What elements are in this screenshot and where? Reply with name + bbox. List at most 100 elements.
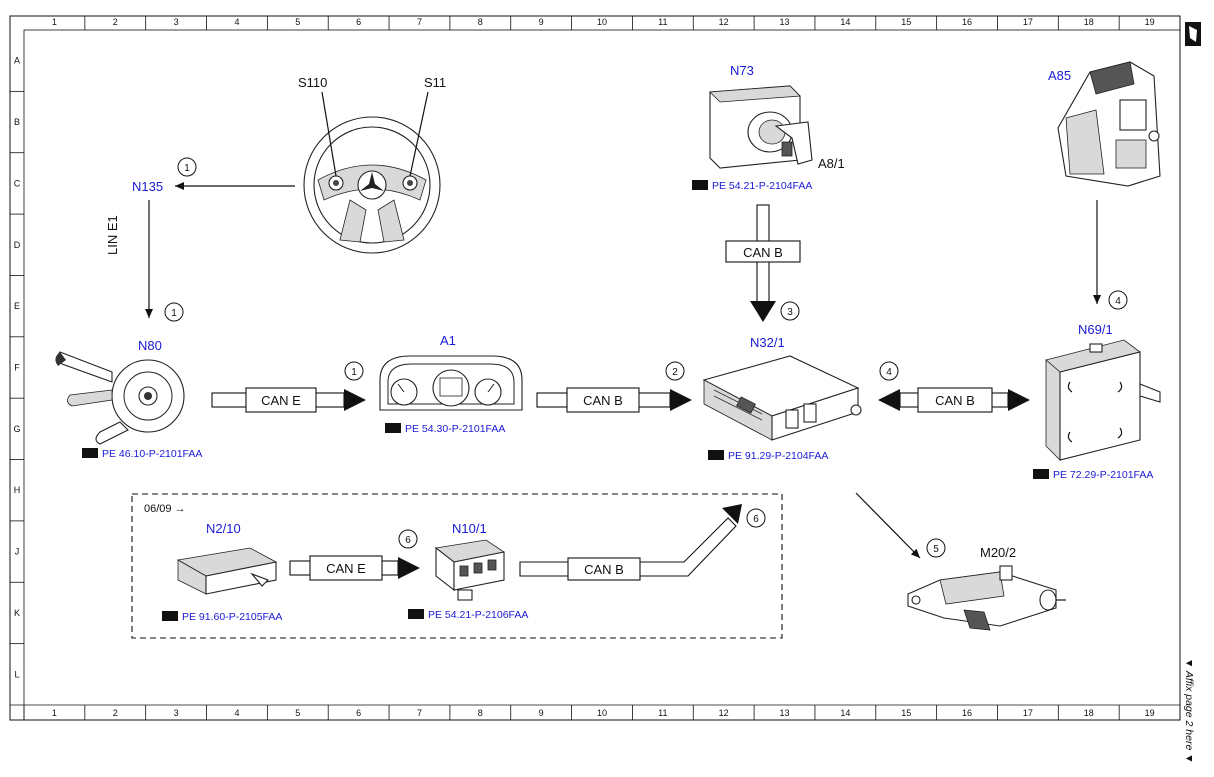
callout-2: 2 [672, 367, 678, 378]
N69-1-module [1045, 339, 1161, 461]
callout-circle [398, 529, 418, 549]
grid-row-label: F [14, 363, 20, 373]
grid-col-label-bottom: 5 [295, 708, 300, 718]
grid-col-label-bottom: 1 [52, 708, 57, 718]
grid-col-label-bottom: 14 [840, 708, 850, 718]
grid-col-label-top: 14 [840, 17, 850, 27]
svg-text:CAN B: CAN B [584, 562, 624, 577]
grid-col-label-bottom: 7 [417, 708, 422, 718]
grid-col-label-top: 2 [113, 17, 118, 27]
grid-col-label-top: 4 [234, 17, 239, 27]
grid-row-label: L [14, 669, 19, 679]
label-N32-1: N32/1 [750, 335, 785, 350]
label-A85: A85 [1048, 68, 1071, 83]
label-N135: N135 [132, 179, 163, 194]
callout-4-top: 4 [1115, 296, 1121, 307]
callout-circle [344, 361, 364, 381]
grid-row-label: H [14, 485, 21, 495]
label-N2-10: N2/10 [206, 521, 241, 536]
callout-3: 3 [787, 307, 793, 318]
ref-N73: PE 54.21-P-2104FAA [692, 180, 812, 192]
callout-6-mid: 6 [405, 535, 411, 546]
grid-col-label-bottom: 6 [356, 708, 361, 718]
grid-col-label-top: 19 [1145, 17, 1155, 27]
N73-ignition-switch [709, 85, 813, 169]
callout-circle [665, 361, 685, 381]
svg-text:PE 72.29-P-2101FAA: PE 72.29-P-2101FAA [1053, 469, 1153, 481]
label-N69-1: N69/1 [1078, 322, 1113, 337]
grid-row-label: A [14, 56, 20, 66]
svg-text:PE 54.30-P-2101FAA: PE 54.30-P-2101FAA [405, 423, 505, 435]
arrow-N32-to-M20 [855, 492, 921, 559]
grid-col-label-bottom: 11 [658, 708, 667, 718]
callout-circle [177, 157, 197, 177]
grid-col-label-top: 18 [1084, 17, 1094, 27]
ref-A1: PE 54.30-P-2101FAA [385, 423, 505, 435]
grid-col-label-bottom: 15 [901, 708, 911, 718]
grid-col-label-top: 12 [719, 17, 729, 27]
label-N10-1: N10/1 [452, 521, 487, 536]
label-N80: N80 [138, 338, 162, 353]
callout-circle [164, 302, 184, 322]
callout-5: 5 [933, 544, 939, 555]
svg-text:PE 91.60-P-2105FAA: PE 91.60-P-2105FAA [182, 611, 282, 623]
N32-1-module [702, 355, 862, 441]
callout-1-lin: 1 [171, 308, 177, 319]
svg-text:PE 54.21-P-2106FAA: PE 54.21-P-2106FAA [428, 609, 528, 621]
grid-col-label-top: 7 [417, 17, 422, 27]
variant-box [131, 493, 783, 639]
grid-col-label-bottom: 16 [962, 708, 972, 718]
N80-module [55, 351, 185, 445]
callout-circle [1108, 290, 1128, 310]
grid-col-label-bottom: 2 [113, 708, 118, 718]
ref-N69-1: PE 72.29-P-2101FAA [1033, 469, 1153, 481]
callout-4-bus: 4 [886, 367, 892, 378]
label-A8-1: A8/1 [818, 156, 845, 171]
grid-row-label: E [14, 301, 20, 311]
label-S11: S11 [424, 75, 446, 90]
grid-col-label-top: 11 [658, 17, 667, 27]
grid-col-label-bottom: 3 [174, 708, 179, 718]
steering-wheel [303, 91, 441, 254]
grid-col-label-top: 17 [1023, 17, 1033, 27]
ref-N2-10: PE 91.60-P-2105FAA [162, 611, 282, 623]
grid-row-label: B [14, 117, 20, 127]
grid-col-label-top: 16 [962, 17, 972, 27]
grid-col-label-bottom: 18 [1084, 708, 1094, 718]
callout-1-top: 1 [184, 163, 190, 174]
svg-text:CAN E: CAN E [261, 393, 301, 408]
grid-col-label-top: 13 [780, 17, 790, 27]
grid-col-label-top: 9 [539, 17, 544, 27]
side-note: ▼ Affix page 2 here ▼ [1183, 658, 1195, 764]
svg-text:PE 54.21-P-2104FAA: PE 54.21-P-2104FAA [712, 180, 812, 192]
ref-N32-1: PE 91.29-P-2104FAA [708, 450, 828, 462]
N10-1-module [435, 539, 506, 601]
grid-col-label-bottom: 12 [719, 708, 729, 718]
svg-text:CAN E: CAN E [326, 561, 366, 576]
label-A1: A1 [440, 333, 456, 348]
grid-col-label-top: 10 [597, 17, 607, 27]
svg-text:CAN B: CAN B [583, 393, 623, 408]
grid-col-label-top: 1 [52, 17, 57, 27]
bus-can-e-n2: CAN E [289, 555, 420, 581]
grid-col-label-bottom: 19 [1145, 708, 1155, 718]
grid-row-label: C [14, 178, 21, 188]
grid-col-label-bottom: 17 [1023, 708, 1033, 718]
bus-can-e-n80-a1: CAN E [211, 387, 366, 413]
grid-col-label-top: 6 [356, 17, 361, 27]
grid-col-label-bottom: 13 [780, 708, 790, 718]
svg-text:CAN B: CAN B [935, 393, 975, 408]
grid-row-label: J [15, 547, 20, 557]
callout-circle [780, 301, 800, 321]
callout-6-end: 6 [753, 514, 759, 525]
svg-text:PE 91.29-P-2104FAA: PE 91.29-P-2104FAA [728, 450, 828, 462]
label-S110: S110 [298, 75, 327, 90]
bus-lin-e1: LIN E1 [105, 215, 120, 255]
callout-circle [879, 361, 899, 381]
M20-2-actuator [907, 565, 1066, 631]
callout-circle [926, 538, 946, 558]
